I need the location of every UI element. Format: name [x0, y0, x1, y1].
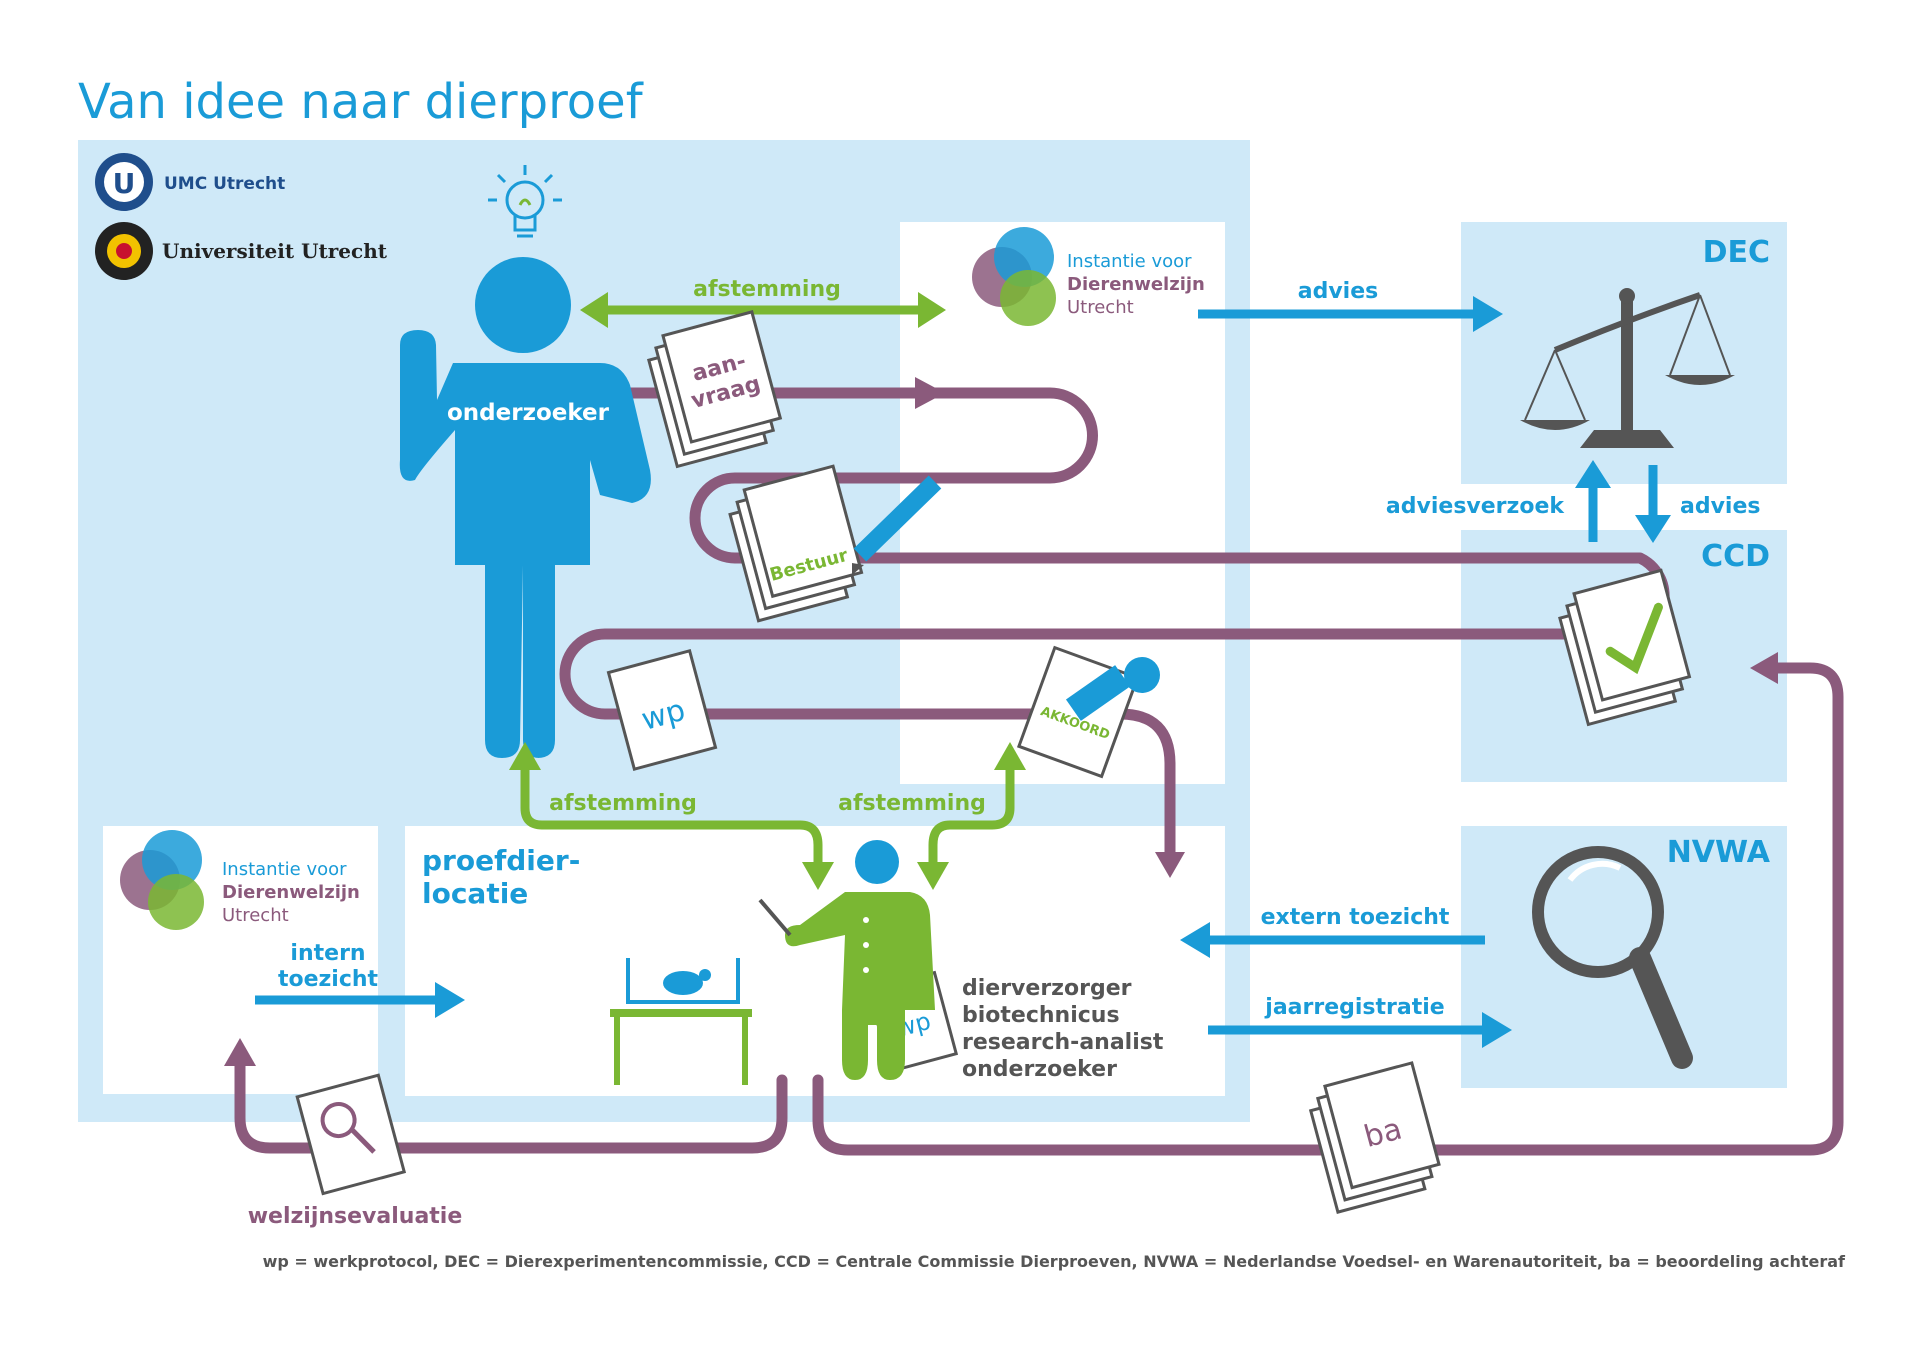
mouse-cage-icon: [610, 958, 752, 1085]
svg-text:U: U: [113, 167, 136, 200]
approval-flow-arrow-1: [915, 377, 945, 409]
ba-document: ba: [1308, 1061, 1441, 1214]
dec-label: DEC: [1703, 235, 1770, 270]
umc-logo: U UMC Utrecht: [95, 153, 285, 211]
location-label-line2: locatie: [422, 877, 528, 910]
umc-logo-text: UMC Utrecht: [164, 174, 285, 194]
lightbulb-icon: [488, 165, 562, 238]
approval-flow-path: [559, 387, 1670, 866]
external-supervision-label: extern toezicht: [1261, 905, 1450, 930]
staff-line2: biotechnicus: [962, 1003, 1120, 1028]
advice-request-label: adviesverzoek: [1386, 494, 1565, 519]
staff-figure: [758, 840, 935, 1080]
svg-text:Instantie voor: Instantie voor: [222, 859, 347, 880]
welfare-document: [295, 1073, 407, 1196]
advice-to-dec-label: advies: [1298, 279, 1379, 304]
coordination-right-arrow: afstemming: [838, 742, 1026, 890]
staff-line1: dierverzorger: [962, 976, 1132, 1001]
checkmark-icon: [1605, 602, 1663, 675]
advice-back-arrow: advies: [1635, 465, 1761, 543]
ba-flow-arrow: [1750, 652, 1778, 684]
ivd-logo-bottom: Instantie voor Dierenwelzijn Utrecht: [120, 830, 360, 930]
footer-legend: wp = werkprotocol, DEC = Dierexperimente…: [263, 1252, 1846, 1271]
uu-logo: Universiteit Utrecht: [95, 222, 388, 280]
welfare-flow-arrow: [224, 1038, 256, 1066]
advice-back-label: advies: [1680, 494, 1761, 519]
svg-text:Dierenwelzijn: Dierenwelzijn: [222, 882, 360, 903]
ccd-label: CCD: [1701, 539, 1770, 574]
internal-supervision-arrow: intern toezicht: [255, 941, 465, 1018]
ivd-logo-top: Instantie voor Dierenwelzijn Utrecht: [972, 227, 1205, 326]
page-title: Van idee naar dierproef: [78, 74, 644, 130]
svg-text:Instantie voor: Instantie voor: [1067, 251, 1192, 272]
researcher-figure: onderzoeker: [399, 257, 651, 758]
internal-supervision-line1: intern: [290, 941, 365, 966]
ba-flow-path: [812, 662, 1844, 1156]
nvwa-label: NVWA: [1667, 835, 1771, 870]
advice-request-arrow: adviesverzoek: [1386, 460, 1611, 542]
svg-text:Utrecht: Utrecht: [222, 905, 289, 926]
welfare-flow-path: [234, 1056, 788, 1154]
pen-icon: [852, 475, 942, 575]
annual-registration-arrow: jaarregistratie: [1208, 995, 1512, 1048]
annual-registration-label: jaarregistratie: [1264, 995, 1444, 1020]
coordination-right-label: afstemming: [838, 791, 986, 816]
svg-text:Dierenwelzijn: Dierenwelzijn: [1067, 274, 1205, 295]
welfare-label: welzijnsevaluatie: [248, 1204, 463, 1229]
uu-logo-text: Universiteit Utrecht: [162, 239, 388, 263]
researcher-label: onderzoeker: [447, 400, 610, 426]
location-label-line1: proefdier-: [422, 844, 580, 877]
coordination-left-label: afstemming: [549, 791, 697, 816]
staff-line4: onderzoeker: [962, 1057, 1117, 1082]
stamp-icon: [1065, 657, 1160, 721]
scales-icon: [1520, 288, 1735, 448]
coordination-top-arrow: afstemming: [580, 277, 946, 328]
staff-line3: research-analist: [962, 1030, 1164, 1055]
coordination-top-label: afstemming: [693, 277, 841, 302]
advice-to-dec-arrow: advies: [1198, 279, 1503, 332]
svg-text:Utrecht: Utrecht: [1067, 297, 1134, 318]
external-supervision-arrow: extern toezicht: [1180, 905, 1485, 958]
application-document: aan- vraag: [646, 310, 783, 469]
internal-supervision-line2: toezicht: [278, 967, 379, 992]
approval-flow-arrow-2: [1155, 852, 1185, 878]
coordination-left-arrow: afstemming: [509, 742, 834, 890]
magnifier-icon: [1532, 846, 1693, 1069]
ccd-document: [1558, 568, 1692, 727]
board-document: Bestuur: [728, 464, 864, 623]
wp-document: wp: [606, 648, 718, 772]
